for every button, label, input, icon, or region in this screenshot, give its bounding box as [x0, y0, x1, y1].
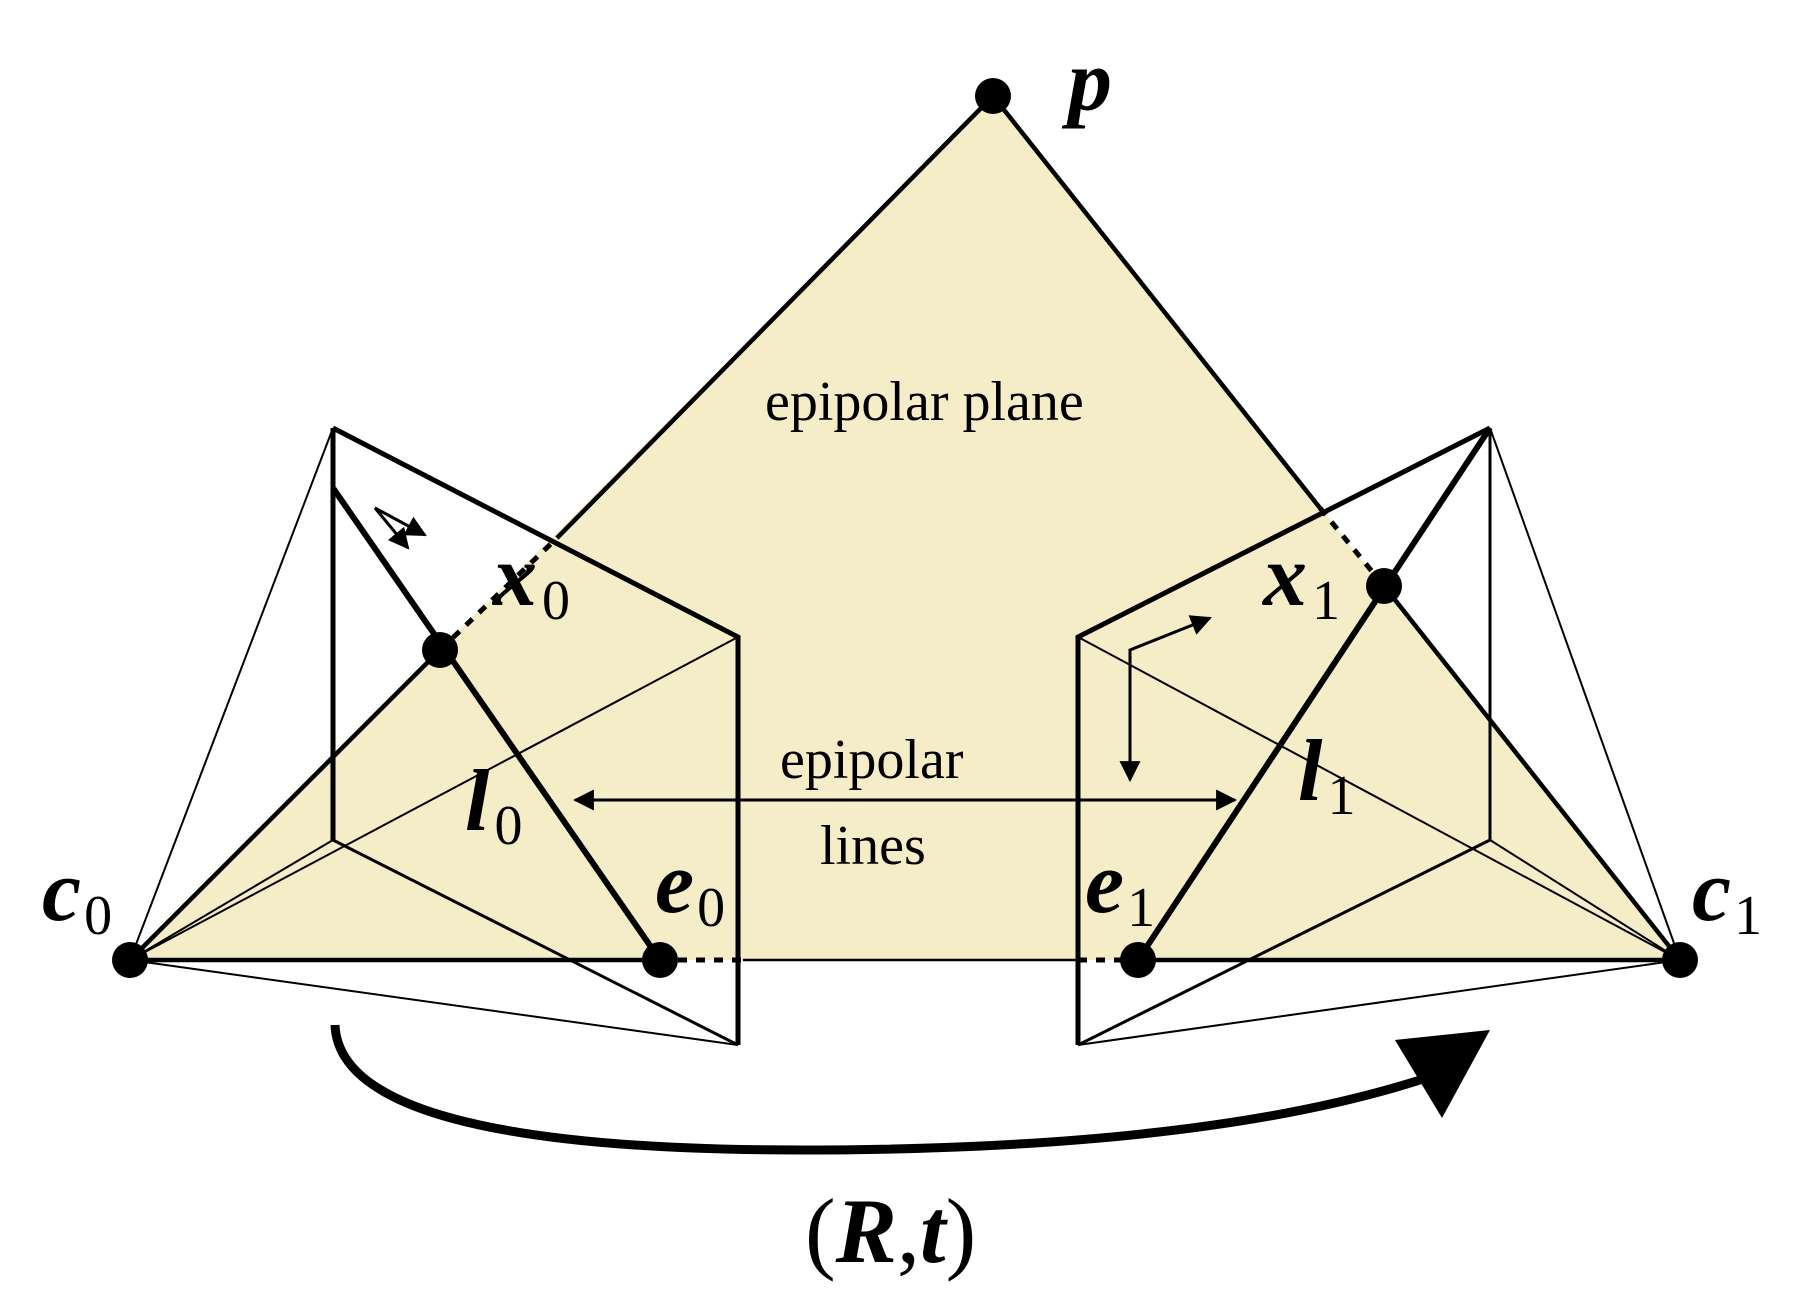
point-e0: [642, 942, 678, 978]
label-c0: c0: [42, 843, 112, 947]
label-epipolar-lines-2: lines: [820, 815, 926, 877]
label-p: p: [1061, 33, 1112, 130]
image-0-axes: [373, 506, 427, 550]
label-x1: x1: [1261, 528, 1340, 632]
point-x0: [422, 632, 458, 668]
epipolar-plane: [130, 96, 1680, 960]
image-plane-0: [330, 425, 741, 1047]
camera-0-frustum: [129, 427, 739, 1046]
label-x0: x0: [491, 528, 570, 632]
epipolar-line-l1: [1135, 426, 1493, 962]
image-1-axes: [1119, 615, 1212, 783]
dotted-segments: [438, 506, 1386, 963]
point-c0: [112, 942, 148, 978]
epipolar-plane-edges: [128, 94, 1682, 963]
image-plane-1: [1075, 425, 1492, 1047]
label-motion: (R,t): [805, 1180, 976, 1282]
motion-arrow: [330, 1024, 1422, 1155]
label-e1: e1: [1085, 835, 1155, 939]
point-p: [975, 78, 1011, 114]
point-e1: [1120, 942, 1156, 978]
label-l1: l1: [1298, 723, 1355, 827]
label-e0: e0: [655, 835, 725, 939]
point-x1: [1366, 568, 1402, 604]
label-l0: l0: [465, 753, 522, 857]
point-c1: [1662, 942, 1698, 978]
epipolar-line-l0: [330, 486, 663, 962]
motion-arrowhead: [1395, 1030, 1490, 1118]
label-epipolar-plane: epipolar plane: [765, 371, 1084, 433]
label-epipolar-lines-1: epipolar: [780, 729, 964, 791]
label-c1: c1: [1692, 843, 1762, 947]
